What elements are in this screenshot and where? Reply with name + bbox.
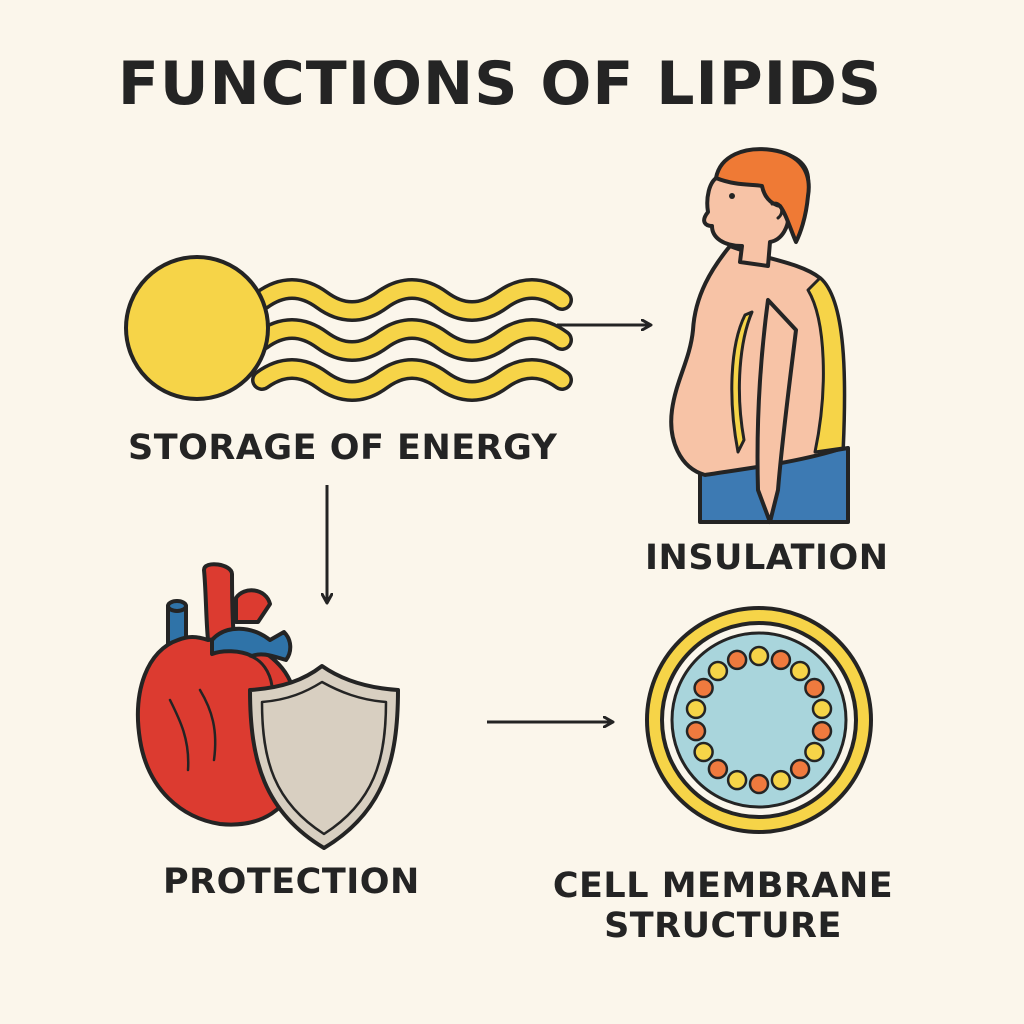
membrane-lipid-dot (748, 645, 770, 667)
membrane-lipid-dot (693, 677, 714, 699)
protection-label: PROTECTION (163, 862, 420, 902)
body-fat-person-icon (669, 147, 850, 524)
membrane-lipid-dot (748, 773, 770, 795)
membrane-lipid-dot (707, 660, 729, 682)
membrane-lipid-dot (685, 720, 707, 742)
heart-shield-icon (135, 562, 400, 850)
membrane-lipid-dot (811, 720, 833, 742)
membrane-lipid-dot (811, 698, 833, 720)
membrane-lipid-dot (770, 649, 792, 671)
membrane-lipid-dot (789, 660, 811, 682)
cell-membrane-structure-label: CELL MEMBRANE STRUCTURE (548, 866, 898, 947)
membrane-lipid-dot (685, 698, 707, 720)
membrane-lipid-dot (770, 769, 792, 791)
cell-membrane-label-line1: CELL MEMBRANE (552, 866, 894, 906)
lipid-molecule-icon (124, 255, 573, 402)
cell-membrane-label-line2: STRUCTURE (604, 906, 842, 947)
cell-membrane-icon (645, 606, 873, 834)
membrane-lipid-dot (804, 677, 825, 699)
membrane-lipid-dot (789, 758, 811, 780)
membrane-lipid-dot (804, 741, 825, 763)
membrane-lipid-dot (726, 769, 748, 791)
insulation-label: INSULATION (645, 538, 889, 578)
diagram-title: FUNCTIONS OF LIPIDS (117, 49, 883, 119)
storage-of-energy-label: STORAGE OF ENERGY (128, 428, 558, 468)
membrane-lipid-dot (693, 741, 714, 763)
membrane-lipid-dot (726, 649, 748, 671)
membrane-lipid-dot (707, 758, 729, 780)
